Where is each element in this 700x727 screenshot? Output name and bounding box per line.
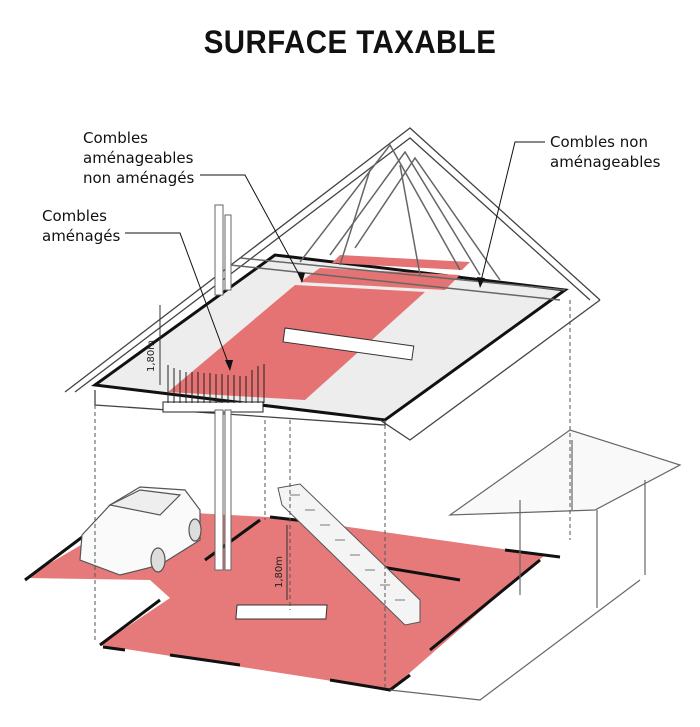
balcony-railing: [162, 364, 265, 413]
label-line: aménageables: [550, 153, 661, 171]
label-line: aménageables: [83, 149, 194, 167]
stair-height-label: 1,80m: [274, 555, 285, 588]
ground-floor-walls: [24, 515, 561, 692]
label-line: Combles non: [550, 133, 648, 151]
label-line: aménagés: [42, 227, 121, 245]
attic-height-label: 1,80m: [146, 339, 157, 372]
chimney: [214, 204, 232, 571]
label-combles-amenageables-non-amenages: Combles aménageables non aménagés: [83, 128, 194, 188]
diagram-title: SURFACE TAXABLE: [203, 24, 497, 60]
leader-lines: [125, 141, 545, 369]
roof-trusses: [229, 143, 566, 301]
carport: [389, 429, 682, 701]
attic-stair-opening: [282, 327, 415, 361]
label-line: non aménagés: [83, 169, 195, 187]
projection-lines: [94, 300, 571, 690]
stair-opening: [235, 604, 328, 620]
car-icon: [79, 486, 202, 576]
label-line: Combles: [83, 129, 148, 147]
arrowheads: [225, 272, 485, 371]
roof-outline: [64, 127, 601, 441]
label-line: Combles: [42, 207, 107, 225]
label-combles-amenages: Combles aménagés: [42, 206, 120, 246]
label-combles-non-amenageables: Combles non aménageables: [550, 132, 660, 172]
